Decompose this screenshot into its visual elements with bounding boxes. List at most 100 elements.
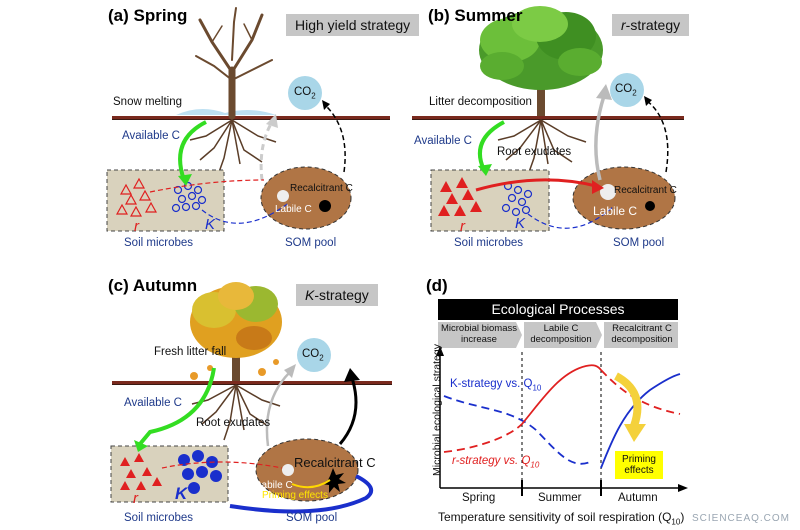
co2-bubble-b	[610, 73, 644, 107]
recalcitrant-c-label-c: Recalcitrant C	[294, 455, 376, 470]
k-label-c: K	[175, 484, 188, 503]
panel-a-title: (a) Spring	[108, 6, 188, 25]
panel-b-strategy-badge: r-strategy	[612, 14, 690, 36]
k-curve-label: K-strategy vs. Q10	[450, 378, 542, 393]
watermark: SCIENCEAQ.COM	[691, 513, 790, 524]
recalcitrant-c-label-b: Recalcitrant C	[614, 185, 677, 196]
ground-line	[112, 381, 392, 385]
co2-bubble-a	[288, 76, 322, 110]
recalcitrant-c-star-c	[321, 468, 346, 493]
available-c-arrow-a	[178, 120, 207, 181]
priming-effects-label-d: Priming effects	[622, 454, 656, 476]
labile-c-label-c: Labile C	[256, 480, 293, 491]
process-label-1: Microbial biomass increase	[440, 323, 518, 345]
co2-flux-arrow-b	[594, 95, 606, 181]
roots-b	[497, 119, 587, 176]
soil-microbes-label-c: Soil microbes	[124, 512, 194, 524]
falling-leaves	[190, 359, 279, 380]
season-label-autumn: Autumn	[618, 492, 658, 504]
panel-c-strategy-badge: K-strategy	[296, 284, 378, 306]
co2-bubble-c	[297, 338, 331, 372]
r-label-b: r	[460, 218, 465, 235]
som-pool-label-b: SOM pool	[613, 237, 665, 249]
r-microbes-b	[438, 177, 482, 216]
process-box-1	[438, 322, 522, 348]
recalcitrant-c-dot-a	[319, 200, 331, 212]
co2-label-b: CO2	[615, 83, 637, 98]
soil-microbes-label-a: Soil microbes	[124, 237, 194, 249]
available-c-label-b: Available C	[414, 135, 472, 147]
process-label-3: Recalcitrant C decomposition	[611, 323, 673, 345]
available-c-arrow-c	[138, 367, 216, 446]
som-pool-label-a: SOM pool	[285, 237, 337, 249]
y-axis-label: Microbial ecological strategy	[431, 344, 443, 476]
root-exudates-label-b: Root exudates	[497, 146, 572, 158]
season-label-spring: Spring	[462, 492, 496, 504]
r-strategy-dashed-curve	[443, 423, 523, 453]
priming-effects-arrow	[613, 372, 642, 428]
ground-line	[412, 116, 684, 120]
labile-c-label-b: Labile C	[593, 204, 638, 218]
bare-tree	[195, 7, 273, 120]
recalcitrant-flux-arrow-b	[645, 99, 669, 173]
r-flux-line-a	[149, 179, 265, 193]
k-flux-line-b	[527, 205, 615, 229]
labile-c-dot-a	[277, 190, 289, 202]
recalcitrant-c-dot-b	[645, 201, 655, 211]
priming-effects-label-c: Priming effects	[262, 490, 328, 501]
panel-d-title: (d)	[426, 276, 448, 295]
r-uptake-arrow-b	[475, 178, 597, 192]
snow-patch	[176, 108, 276, 115]
process-box-2	[524, 322, 602, 348]
priming-arrow-c	[291, 479, 331, 489]
process-label-2: Labile C decomposition	[530, 323, 592, 345]
k-label-a: K	[205, 216, 216, 233]
fresh-litter-fall-label: Fresh litter fall	[154, 346, 227, 358]
som-pool-a	[260, 166, 352, 230]
co2-label-c: CO2	[302, 348, 324, 363]
labile-c-label-a: Labile C	[275, 204, 312, 215]
k-label-b: K	[515, 215, 526, 232]
k-strategy-solid-curve	[600, 373, 681, 469]
root-exudates-label-c: Root exudates	[196, 417, 271, 429]
co2-flux-arrow-a	[323, 103, 346, 173]
recalcitrant-c-label-a: Recalcitrant C	[290, 183, 353, 194]
snow-melting-label: Snow melting	[113, 96, 183, 108]
available-c-label-c: Available C	[124, 397, 182, 409]
priming-effects-box	[615, 451, 663, 479]
panel-b-title: (b) Summer	[428, 6, 523, 25]
soil-box-a	[106, 169, 225, 232]
co2-label-a: CO2	[294, 86, 316, 101]
panel-a-strategy-badge: High yield strategy	[286, 14, 420, 36]
som-pool-label-c: SOM pool	[286, 512, 338, 524]
r-strategy-solid-curve	[521, 364, 602, 425]
k-strategy-dashed-curve	[443, 395, 591, 465]
k-microbes-a	[171, 181, 207, 213]
ground-line	[112, 116, 390, 120]
x-axis-label: Temperature sensitivity of soil respirat…	[438, 510, 685, 527]
r-curve-label: r-strategy vs. Q10	[452, 455, 540, 470]
autumn-tree	[190, 282, 282, 381]
flux-arrow-a	[259, 121, 274, 181]
r-label-a: r	[134, 218, 139, 235]
co2-flux-arrow-c-grey	[265, 371, 291, 447]
r-label-c: r	[133, 490, 138, 507]
k-microbes-b	[501, 181, 533, 217]
season-label-summer: Summer	[538, 492, 582, 504]
process-box-3	[604, 322, 678, 348]
available-c-arrow-b	[478, 120, 505, 171]
r-flux-line-c	[161, 461, 283, 469]
panel-c-title: (c) Autumn	[108, 276, 198, 295]
som-pool-b	[572, 166, 676, 230]
roots-c	[191, 384, 281, 441]
processes-header: Ecological Processes	[491, 301, 625, 317]
litter-decomposition-label: Litter decomposition	[429, 96, 532, 108]
r-microbes-c	[120, 453, 162, 490]
roots-a	[189, 119, 277, 176]
green-tree	[479, 6, 603, 116]
